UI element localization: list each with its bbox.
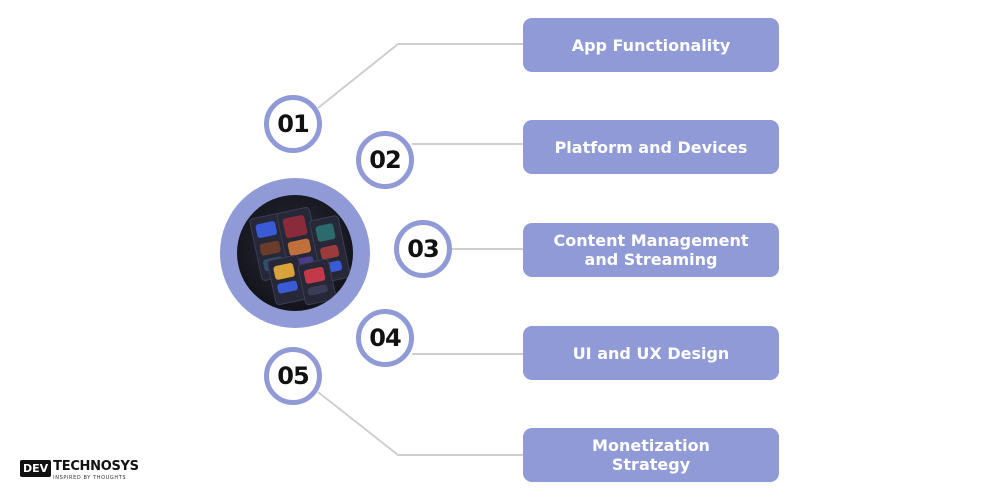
item-label: Monetization Strategy (592, 436, 710, 474)
item-label: Content Management and Streaming (553, 231, 749, 269)
item-label: Platform and Devices (554, 137, 748, 157)
app-screens-image (237, 195, 353, 311)
number-text: 05 (277, 362, 309, 390)
number-text: 03 (407, 235, 439, 263)
logo-text: TECHNOSYS INSPIRED BY THOUGHTS (53, 459, 139, 482)
number-badge-04: 04 (356, 309, 414, 367)
number-badge-05: 05 (264, 347, 322, 405)
item-box-content-management: Content Management and Streaming (523, 223, 779, 277)
hub-circle (220, 178, 370, 328)
number-text: 04 (369, 324, 401, 352)
logo-tagline: INSPIRED BY THOUGHTS (53, 475, 127, 481)
item-box-ui-ux-design: UI and UX Design (523, 326, 779, 380)
number-badge-01: 01 (264, 95, 322, 153)
number-text: 01 (277, 110, 309, 138)
logo-name: TECHNOSYS (53, 459, 139, 474)
number-text: 02 (369, 146, 401, 174)
brand-logo: DEV TECHNOSYS INSPIRED BY THOUGHTS (20, 460, 139, 482)
item-box-app-functionality: App Functionality (523, 18, 779, 72)
item-label: UI and UX Design (572, 343, 730, 363)
item-box-monetization-strategy: Monetization Strategy (523, 428, 779, 482)
item-box-platform-and-devices: Platform and Devices (523, 120, 779, 174)
item-label: App Functionality (571, 35, 731, 55)
number-badge-03: 03 (394, 220, 452, 278)
number-badge-02: 02 (356, 131, 414, 189)
connector-05 (317, 391, 523, 456)
connector-01 (317, 43, 523, 109)
logo-mark: DEV (20, 460, 52, 477)
